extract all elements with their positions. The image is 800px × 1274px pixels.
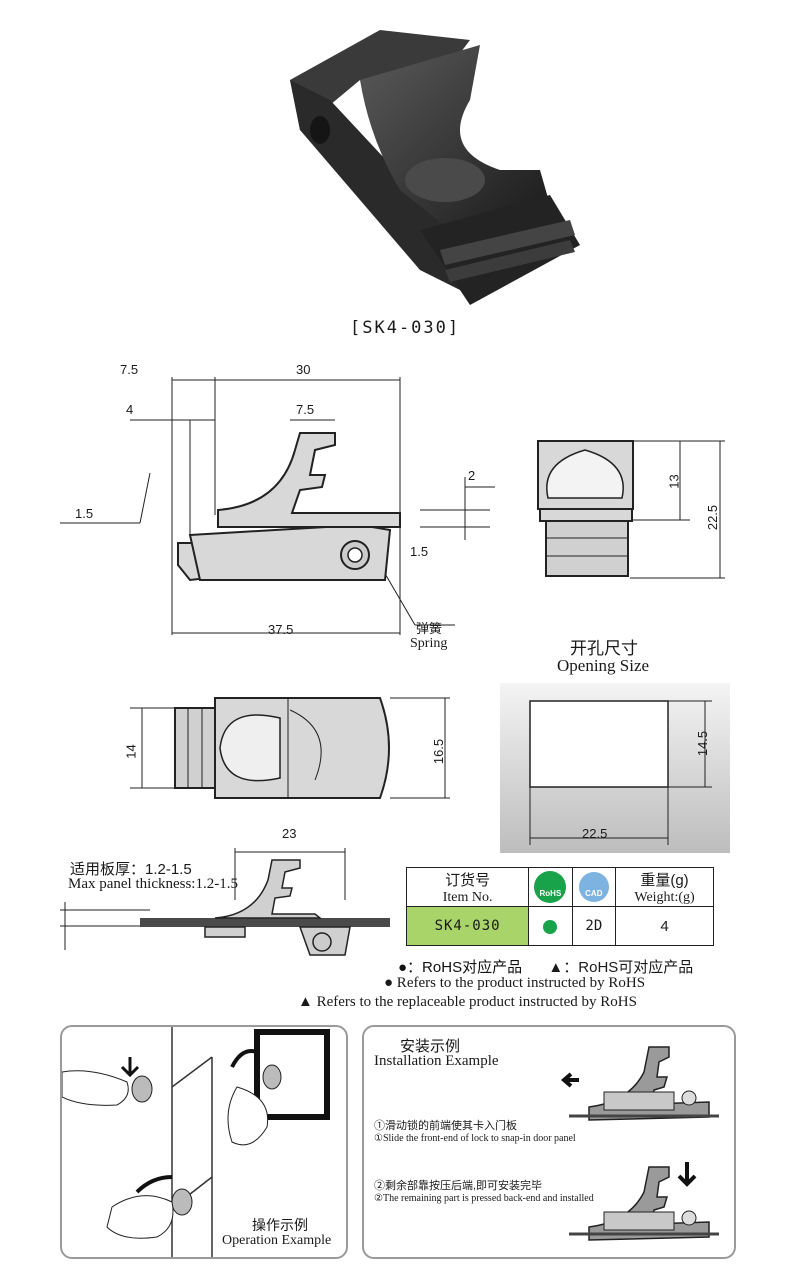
order-table: 订货号 Item No. RoHS CAD 重量(g) Weight:(g) S… <box>405 867 714 946</box>
rohs-badge-label: RoHS <box>539 889 562 898</box>
operation-title-cn: 操作示例 <box>252 1217 308 1233</box>
table-row: SK4-030 2D 4 <box>405 906 714 946</box>
dim-7.5-top: 7.5 <box>120 362 139 377</box>
panel-label-en: Max panel thickness:1.2-1.5 <box>68 876 238 892</box>
installation-title-en: Installation Example <box>374 1053 499 1069</box>
operation-title-en: Operation Example <box>222 1233 332 1248</box>
dim-30: 30 <box>296 362 311 377</box>
install-step1-cn: ①滑动锁的前端使其卡入门板 <box>374 1120 517 1132</box>
install-step1-en: ①Slide the front-end of lock to snap-in … <box>374 1133 576 1144</box>
panel-drawing <box>60 840 400 960</box>
install-step2-cn: ②剩余部靠按压后端,即可安装完毕 <box>374 1180 543 1192</box>
top-view-drawing <box>130 690 450 805</box>
operation-illustration <box>61 1027 330 1257</box>
front-view-drawing <box>530 438 750 583</box>
installation-example-panel: 安装示例 Installation Example ①滑动锁的前端使其卡入门板 … <box>362 1025 736 1259</box>
cad-header: CAD <box>571 867 617 907</box>
dim-16.5: 16.5 <box>431 738 447 765</box>
rohs-badge-icon: RoHS <box>534 871 567 903</box>
item-header: 订货号 Item No. <box>405 867 530 907</box>
weight-header-en: Weight:(g) <box>634 889 695 905</box>
weight-header: 重量(g) Weight:(g) <box>615 867 714 907</box>
cad-cell: 2D <box>571 906 617 946</box>
opening-title-cn: 开孔尺寸 <box>570 639 638 658</box>
dim-2: 2 <box>468 468 476 483</box>
install-step2-en: ②The remaining part is pressed back-end … <box>374 1193 594 1204</box>
dim-37.5: 37.5 <box>268 622 294 637</box>
spring-label-en: Spring <box>410 636 448 651</box>
weight-cell: 4 <box>615 906 714 946</box>
panel-dim-23: 23 <box>282 826 297 841</box>
operation-example-panel: 操作示例 Operation Example <box>60 1025 348 1259</box>
product-photo <box>270 20 590 310</box>
dim-4: 4 <box>126 402 134 417</box>
item-no-cell: SK4-030 <box>405 906 530 946</box>
legend-line-2: ● Refers to the product instructed by Ro… <box>384 975 646 991</box>
legend-dot-cn: ●：RoHS对应产品 <box>398 959 523 976</box>
item-header-en: Item No. <box>442 889 493 905</box>
legend-line-3: ▲ Refers to the replaceable product inst… <box>298 994 637 1010</box>
panel-label-cn: 适用板厚：1.2-1.5 <box>70 861 192 878</box>
dim-7.5-inner: 7.5 <box>296 402 315 417</box>
legend-line-1: ●：RoHS对应产品 ▲：RoHS可对应产品 <box>398 956 693 977</box>
spring-label-cn: 弹簧 <box>416 621 443 636</box>
rohs-header: RoHS <box>528 867 573 907</box>
legend-tri-cn: ▲：RoHS可对应产品 <box>548 959 694 976</box>
dim-13: 13 <box>666 474 682 489</box>
side-view-drawing <box>60 355 510 655</box>
install-step1-illustration <box>560 1046 719 1121</box>
dim-1.5-right: 1.5 <box>410 544 429 559</box>
dim-14: 14 <box>123 744 139 759</box>
product-caption: [SK4-030] <box>350 318 461 338</box>
opening-title-en: Opening Size <box>557 656 650 675</box>
opening-size-diagram <box>500 683 730 853</box>
dim-1.5-left: 1.5 <box>75 506 94 521</box>
opening-dim-22.5: 22.5 <box>582 826 608 841</box>
table-header-row: 订货号 Item No. RoHS CAD 重量(g) Weight:(g) <box>405 867 714 907</box>
opening-dim-14.5: 14.5 <box>695 730 711 757</box>
weight-header-cn: 重量(g) <box>640 871 689 889</box>
installation-title-cn: 安装示例 <box>400 1038 461 1055</box>
rohs-dot-icon <box>543 920 558 935</box>
dim-22.5-front: 22.5 <box>705 504 721 531</box>
item-header-cn: 订货号 <box>445 871 491 889</box>
cad-badge-label: CAD <box>585 889 603 898</box>
install-step2-illustration <box>569 1162 719 1241</box>
rohs-cell <box>528 906 573 946</box>
cad-badge-icon: CAD <box>578 872 609 902</box>
